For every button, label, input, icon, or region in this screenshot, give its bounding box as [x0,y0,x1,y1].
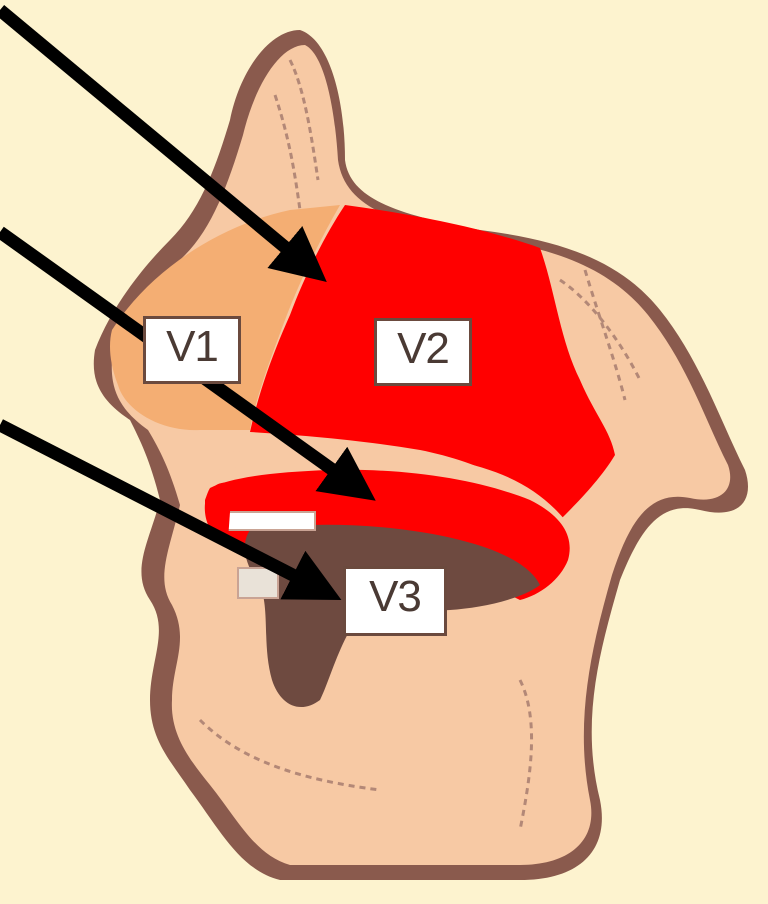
label-v2: V2 [374,318,472,386]
label-v3: V3 [343,566,447,636]
head-skin [112,45,730,865]
lower-teeth [238,568,278,598]
label-v1: V1 [143,316,241,384]
upper-teeth [225,512,315,530]
